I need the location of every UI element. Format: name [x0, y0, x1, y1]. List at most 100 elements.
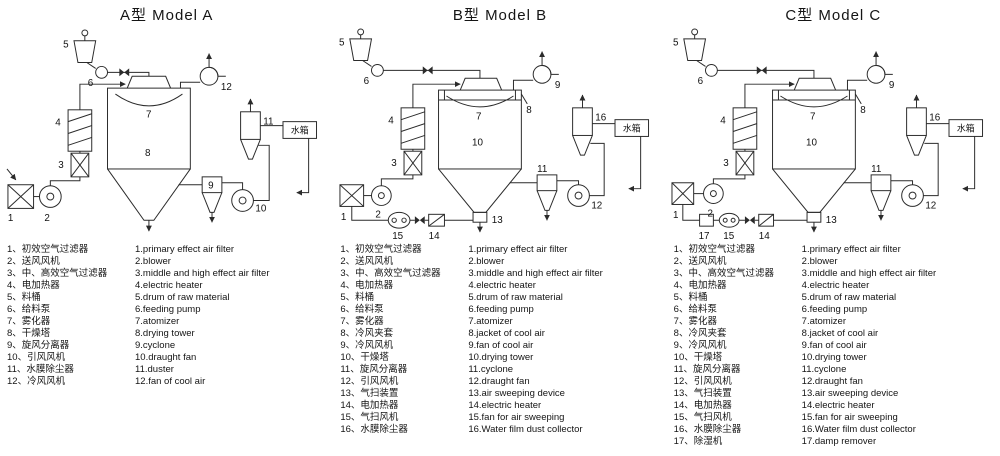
num-label: 10 — [255, 203, 266, 214]
legend-item: 3.middle and high effect air filter — [801, 267, 937, 279]
legend-item: 6、给料泵 — [7, 303, 51, 315]
num-label: 1 — [341, 212, 346, 223]
legend-item: 7.atomizer — [468, 315, 513, 327]
num-label: 6 — [697, 76, 703, 87]
air-sweeping-device-icon — [806, 211, 821, 223]
legend-item: 6.feeding pump — [468, 303, 534, 315]
num-label: 3 — [58, 160, 64, 171]
num-label: 13 — [825, 215, 836, 226]
damp-remover-icon — [698, 213, 714, 227]
legend-item: 1.primary effect air filter — [801, 243, 901, 255]
num-label: 9 — [555, 80, 561, 91]
num-label: 15 — [723, 231, 734, 242]
num-label: 15 — [393, 231, 404, 242]
legend-item: 11.duster — [135, 363, 174, 375]
legend-item: 11.cyclone — [801, 363, 847, 375]
draught-fan-icon — [231, 189, 254, 212]
legend-item: 2.blower — [801, 255, 838, 267]
num-label: 11 — [263, 117, 273, 128]
legend-item: 3.middle and high effect air filter — [135, 267, 270, 279]
piping-and-arrows — [351, 51, 642, 233]
legend-item: 14、电加热器 — [340, 399, 399, 411]
air-sweep-fan-icon — [388, 211, 411, 229]
legend-item: 2.blower — [468, 255, 505, 267]
water-tank-label: 水箱 — [623, 123, 641, 134]
num-label: 5 — [63, 40, 69, 51]
legend-item: 5.drum of raw material — [135, 291, 230, 303]
air-sweep-fan-icon — [718, 212, 740, 228]
draught-fan-icon — [900, 184, 924, 207]
water-tank-label: 水箱 — [957, 123, 975, 134]
feeding-pump-icon — [371, 63, 385, 77]
legend-item: 16、水膜除尘器 — [340, 423, 408, 435]
draught-fan-icon — [567, 184, 591, 207]
cool-air-fan-icon — [866, 64, 893, 84]
legend-item: 9、冷风风机 — [340, 339, 394, 351]
num-label: 2 — [376, 209, 381, 220]
primary-air-filter-icon — [7, 184, 35, 209]
legend-item: 3、中、高效空气过滤器 — [673, 267, 774, 279]
num-label: 16 — [596, 113, 607, 124]
num-label: 17 — [698, 231, 709, 242]
num-label: 11 — [871, 164, 881, 175]
raw-material-drum-icon — [682, 28, 706, 62]
num-label: 2 — [707, 208, 712, 219]
high-effect-air-filter-icon — [735, 150, 754, 176]
legend-item: 14.electric heater — [801, 399, 875, 411]
legend-item: 7、雾化器 — [673, 315, 717, 327]
raw-material-drum-icon — [349, 28, 373, 62]
legend-item: 17、除湿机 — [673, 435, 723, 447]
legend-item: 4、电加热器 — [340, 279, 394, 291]
legend-item: 8.drying tower — [135, 327, 195, 339]
legend-item: 2、送风风机 — [673, 255, 727, 267]
num-label: 4 — [55, 118, 61, 129]
legend-item: 15、气扫风机 — [340, 411, 399, 423]
legend-item: 4.electric heater — [801, 279, 870, 291]
legend-item: 7、雾化器 — [340, 315, 384, 327]
model-b-title: B型 Model B — [452, 7, 548, 24]
legend-item: 7.atomizer — [801, 315, 847, 327]
legend-item: 7、雾化器 — [7, 315, 51, 327]
legend-item: 1.primary effect air filter — [468, 243, 568, 255]
legend-item: 3.middle and high effect air filter — [468, 267, 603, 279]
legend-item: 12、冷风风机 — [7, 375, 66, 387]
legend-item: 3、中、高效空气过滤器 — [340, 267, 441, 279]
num-label: 14 — [758, 231, 769, 242]
legend-item: 1、初效空气过滤器 — [340, 243, 422, 255]
legend-item: 10、干燥塔 — [340, 351, 389, 363]
legend-item: 1、初效空气过滤器 — [7, 243, 89, 255]
model-a-section: A型 Model A — [0, 0, 333, 456]
legend-item: 13.air sweeping device — [468, 387, 565, 399]
num-label: 1 — [673, 210, 678, 221]
legend-item: 11、旋风分离器 — [673, 363, 741, 375]
legend-item: 8、冷风夹套 — [340, 327, 394, 339]
legend-item: 8.jacket of cool air — [801, 327, 879, 339]
legend-item: 6.feeding pump — [801, 303, 868, 315]
legend-item: 12、引风风机 — [340, 375, 399, 387]
num-label: 1 — [8, 213, 13, 224]
legend-item: 15.fan for air sweeping — [801, 411, 898, 423]
legend-item: 2、送风风机 — [340, 255, 394, 267]
legend-item: 12.fan of cool air — [135, 375, 206, 387]
num-label: 12 — [221, 82, 232, 93]
legend-item: 12、引风风机 — [673, 375, 732, 387]
num-label: 11 — [537, 164, 547, 175]
num-label: 10 — [806, 137, 817, 148]
blower-icon — [702, 183, 724, 204]
legend-item: 8、冷风夹套 — [673, 327, 727, 339]
legend-item: 12.draught fan — [801, 375, 863, 387]
schematic-model-a-diagram: 1 2 3 4 5 6 7 8 9 10 11 12 水箱 — [6, 29, 318, 232]
legend-item: 15、气扫风机 — [673, 411, 732, 423]
sweep-air-heater-icon — [428, 213, 446, 227]
legend-item: 16、水膜除尘器 — [673, 423, 742, 435]
num-label: 5 — [339, 38, 345, 49]
